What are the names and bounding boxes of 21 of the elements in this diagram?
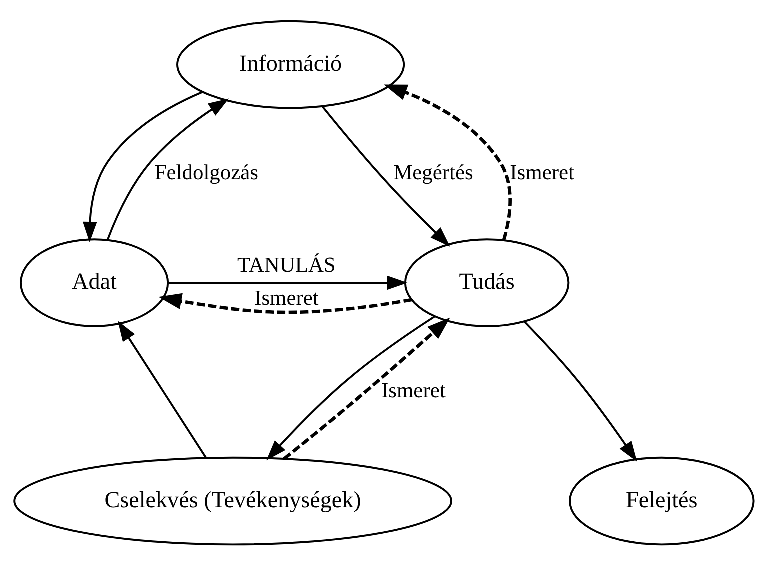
node-ellipse: Tudás [404,238,570,327]
node-ellipse: Információ [176,20,406,109]
arrow [168,275,408,290]
arrow [322,105,450,246]
arrow [158,292,412,314]
node-ellipse: Felejtés [569,456,755,546]
edge-label: TANULÁS [238,252,336,277]
arrow [266,315,436,460]
arrow [384,84,512,240]
node-ellipse: Cselekvés (Tevékenységek) [14,456,453,546]
arrow [106,98,230,240]
arrow [283,317,450,460]
arrow [118,320,208,458]
edge-label: Ismeret [382,378,446,402]
edge-label: Feldolgozás [154,160,258,184]
arrow [524,320,638,462]
edge-label: Ismeret [510,160,574,184]
edge-label: Megértés [394,160,474,184]
edge-label: Ismeret [254,286,319,310]
arrow [82,90,204,242]
node-ellipse: Adat [20,238,170,327]
